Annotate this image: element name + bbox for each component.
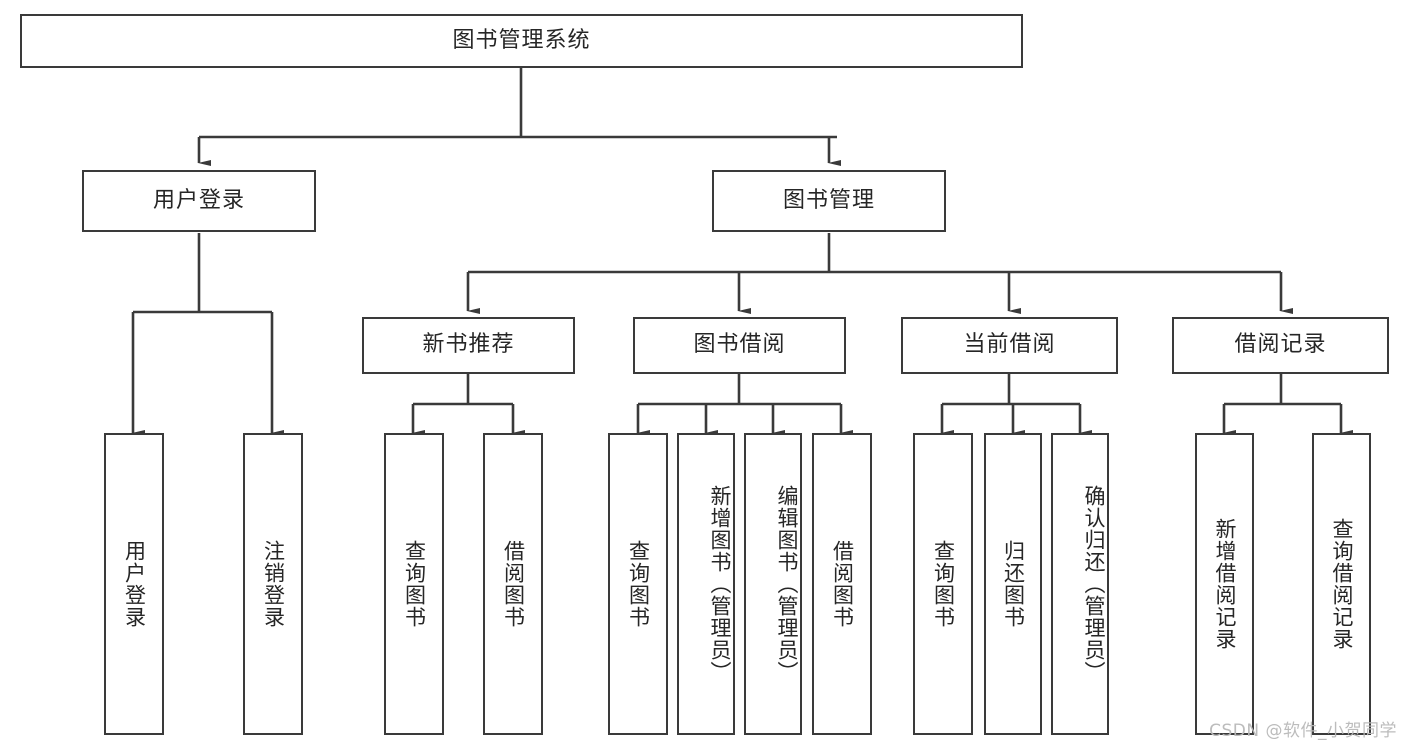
leaf-add-record[interactable]: 新增借阅记录	[1195, 433, 1254, 735]
node-borrow-record[interactable]: 借阅记录	[1172, 317, 1389, 374]
node-book-management-system[interactable]: 图书管理系统	[20, 14, 1023, 68]
node-label: 当前借阅	[963, 332, 1056, 358]
leaf-query-record[interactable]: 查询借阅记录	[1312, 433, 1371, 735]
node-label: 用户登录	[152, 187, 245, 213]
node-label: 查询图书	[626, 540, 651, 628]
csdn-watermark: CSDN @软件_小贺同学	[1209, 721, 1397, 741]
leaf-query-book-3[interactable]: 查询图书	[913, 433, 973, 735]
node-label: 查询图书	[931, 540, 956, 628]
node-book-borrow[interactable]: 图书借阅	[633, 317, 846, 374]
node-label: 新书推荐	[422, 332, 515, 358]
leaf-edit-book[interactable]: 编辑图书（管理员）	[744, 433, 802, 735]
node-label: 图书管理	[782, 187, 875, 213]
node-label: 新增图书（管理员）	[708, 485, 732, 683]
node-label: 查询借阅记录	[1329, 518, 1354, 650]
node-current-borrow[interactable]: 当前借阅	[901, 317, 1118, 374]
node-label: 确认归还（管理员）	[1082, 485, 1106, 683]
node-label: 借阅记录	[1234, 332, 1327, 358]
leaf-user-login[interactable]: 用户登录	[104, 433, 164, 735]
node-label: 归还图书	[1001, 540, 1026, 628]
leaf-return-book[interactable]: 归还图书	[984, 433, 1042, 735]
leaf-confirm-return[interactable]: 确认归还（管理员）	[1051, 433, 1109, 735]
leaf-logout-login[interactable]: 注销登录	[243, 433, 303, 735]
node-book-manage[interactable]: 图书管理	[712, 170, 946, 232]
leaf-query-book-1[interactable]: 查询图书	[384, 433, 444, 735]
node-label: 注销登录	[261, 540, 286, 628]
node-label: 借阅图书	[830, 540, 855, 628]
node-label: 用户登录	[122, 540, 147, 628]
leaf-query-book-2[interactable]: 查询图书	[608, 433, 668, 735]
node-label: 新增借阅记录	[1212, 518, 1237, 650]
leaf-borrow-book-2[interactable]: 借阅图书	[812, 433, 872, 735]
node-label: 借阅图书	[501, 540, 526, 628]
node-user-login[interactable]: 用户登录	[82, 170, 316, 232]
node-label: 图书管理系统	[452, 27, 591, 53]
node-label: 查询图书	[402, 540, 427, 628]
node-new-book-recommend[interactable]: 新书推荐	[362, 317, 575, 374]
leaf-borrow-book-1[interactable]: 借阅图书	[483, 433, 543, 735]
leaf-add-book[interactable]: 新增图书（管理员）	[677, 433, 735, 735]
node-label: 编辑图书（管理员）	[775, 485, 799, 683]
node-label: 图书借阅	[693, 332, 786, 358]
